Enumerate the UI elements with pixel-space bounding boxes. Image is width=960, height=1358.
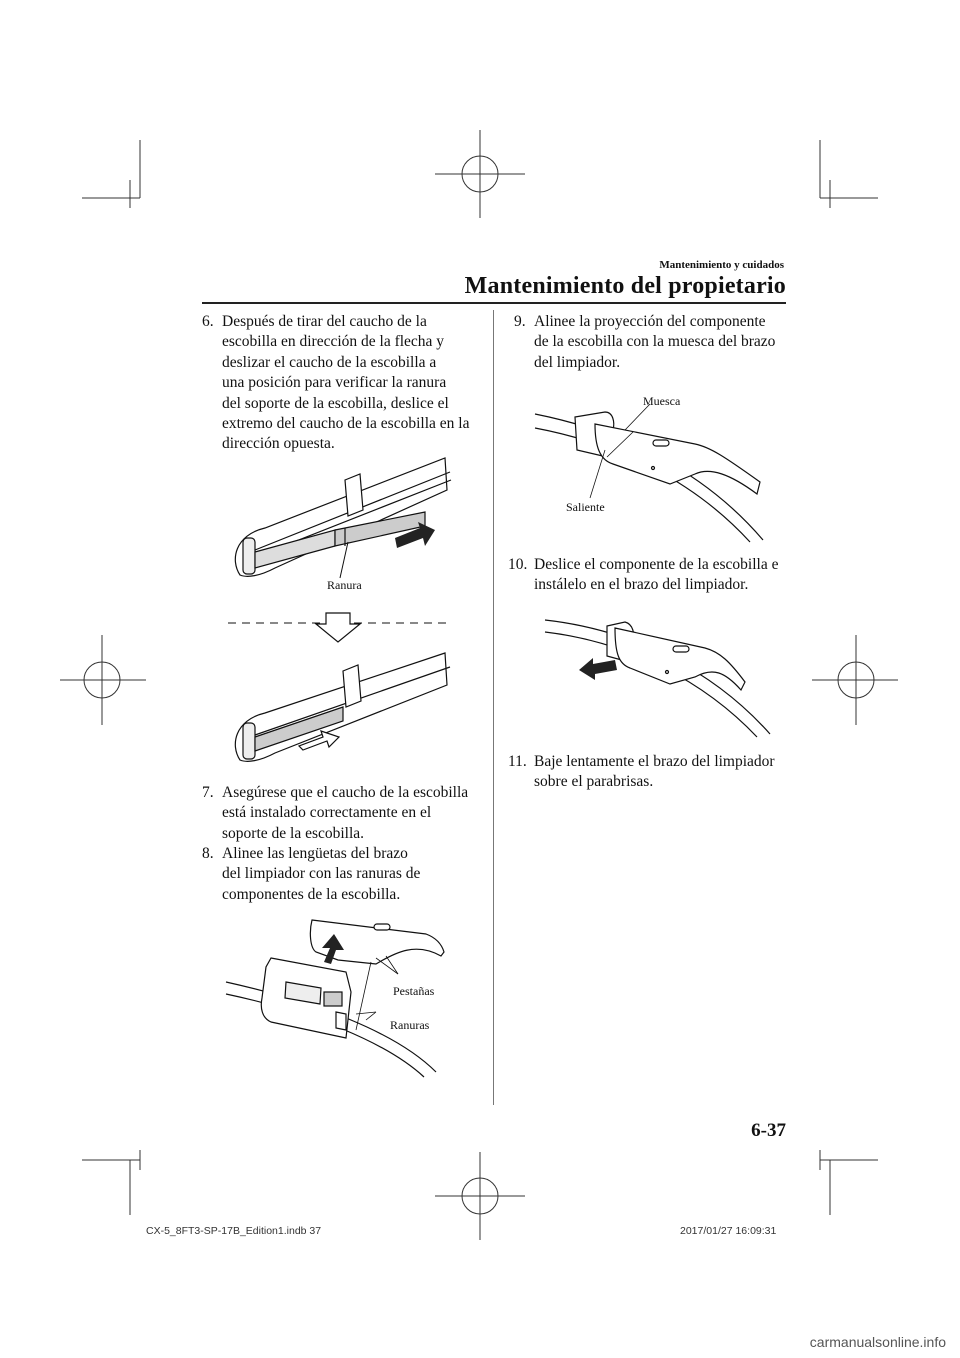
step-line: componentes de la escobilla. xyxy=(222,885,401,903)
step-line: Alinee la proyección del componente xyxy=(534,313,766,330)
step-number: 7. xyxy=(202,784,214,801)
step-line: Baje lentamente el brazo del limpiador xyxy=(534,753,775,770)
step-11: 11. Baje lentamente el brazo del limpiad… xyxy=(508,752,794,793)
step-line: dirección opuesta. xyxy=(222,435,335,453)
footer-timestamp: 2017/01/27 16:09:31 xyxy=(680,1225,777,1237)
step-line: del soporte de la escobilla, deslice el xyxy=(222,394,449,412)
blade-reverse-illustration xyxy=(234,652,451,762)
step-line: Deslice el componente de la escobilla e xyxy=(534,556,779,573)
step-line: Alinee las lengüetas del brazo xyxy=(222,845,408,862)
footer-file: CX-5_8FT3-SP-17B_Edition1.indb 37 xyxy=(146,1225,322,1237)
page-number: 6-37 xyxy=(751,1120,786,1141)
label-muesca: Muesca xyxy=(643,394,681,408)
step-line: una posición para verificar la ranura xyxy=(222,374,447,392)
step-line: Después de tirar del caucho de la xyxy=(222,313,427,330)
step-9: 9. Alinee la proyección del componente d… xyxy=(514,312,794,373)
step-line: está instalado correctamente en el xyxy=(222,804,432,822)
blade-groove-illustration xyxy=(234,457,452,577)
transition-arrow xyxy=(228,612,446,643)
section-title: Mantenimiento y cuidados xyxy=(659,259,784,271)
tabs-slots-illustration xyxy=(225,919,445,1078)
label-ranura: Ranura xyxy=(327,578,362,592)
step-number: 6. xyxy=(202,313,214,330)
step-line: extremo del caucho de la escobilla en la xyxy=(222,415,470,433)
label-pestanas: Pestañas xyxy=(393,984,435,998)
chapter-title: Mantenimiento del propietario xyxy=(464,273,786,299)
step-10: 10. Deslice el componente de la escobill… xyxy=(508,555,794,596)
header-rule xyxy=(202,302,786,304)
step-8: 8. Alinee las lengüetas del brazo del li… xyxy=(202,844,482,905)
label-ranuras: Ranuras xyxy=(390,1018,430,1032)
step-number: 8. xyxy=(202,845,214,862)
label-saliente: Saliente xyxy=(566,500,605,514)
notch-illustration xyxy=(534,403,764,543)
step-line: Asegúrese que el caucho de la escobilla xyxy=(222,784,469,801)
step-number: 9. xyxy=(514,313,526,330)
slide-install-illustration xyxy=(544,619,771,738)
step-7: 7. Asegúrese que el caucho de la escobil… xyxy=(202,783,482,844)
step-line: sobre el parabrisas. xyxy=(534,773,654,791)
step-line: instálelo en el brazo del limpiador. xyxy=(534,576,749,594)
column-divider xyxy=(493,310,494,1105)
leader-line xyxy=(339,541,349,579)
watermark[interactable]: carmanualsonline.info xyxy=(809,1334,946,1350)
step-line: de la escobilla con la muesca del brazo xyxy=(534,333,776,351)
step-line: deslizar el caucho de la escobilla a xyxy=(222,353,437,371)
step-line: escobilla en dirección de la flecha y xyxy=(222,333,445,351)
step-6: 6. Después de tirar del caucho de la esc… xyxy=(202,312,482,455)
step-number: 10. xyxy=(508,556,528,573)
step-line: del limpiador. xyxy=(534,353,621,371)
step-line: soporte de la escobilla. xyxy=(222,824,365,842)
step-line: del limpiador con las ranuras de xyxy=(222,865,421,883)
step-number: 11. xyxy=(508,753,527,770)
